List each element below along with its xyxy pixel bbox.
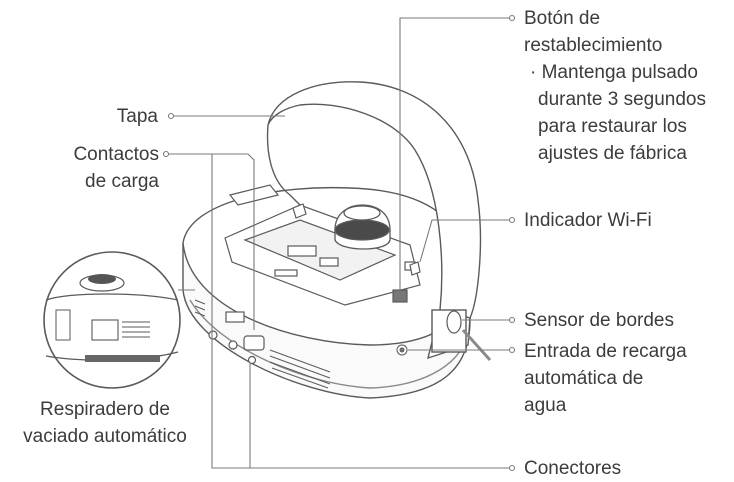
dust-compartment — [224, 204, 421, 306]
label-reset-line2: restablecimiento — [524, 35, 663, 56]
label-charging-contacts: Contactos de carga — [73, 141, 159, 195]
label-water-inlet-line1: Entrada de recarga — [524, 341, 687, 362]
label-edge-sensor: Sensor de bordes — [524, 307, 674, 334]
label-reset-note3: para restaurar los — [538, 116, 687, 137]
label-reset-note4: ajustes de fábrica — [538, 143, 687, 164]
label-water-inlet-line3: agua — [524, 395, 567, 416]
label-auto-empty-vent: Respiradero de vaciado automático — [0, 396, 210, 450]
laser-turret — [334, 204, 391, 250]
leader-lines — [162, 14, 516, 472]
edge-sensor — [446, 310, 462, 334]
label-auto-empty-vent-line2: vaciado automático — [23, 426, 187, 447]
label-tapa-text: Tapa — [116, 106, 158, 127]
label-reset-note: Mantenga pulsado durante 3 segundos para… — [524, 59, 706, 167]
label-wifi-indicator: Indicador Wi-Fi — [524, 207, 652, 234]
label-charging-contacts-line1: Contactos — [73, 144, 159, 165]
side-brush — [461, 328, 492, 362]
label-charging-contacts-line2: de carga — [85, 171, 159, 192]
label-water-inlet-line2: automática de — [524, 368, 644, 389]
label-edge-sensor-text: Sensor de bordes — [524, 310, 674, 331]
label-reset-note2: durante 3 segundos — [538, 89, 706, 110]
label-water-inlet: Entrada de recarga automática de agua — [524, 338, 687, 419]
water-inlet — [396, 344, 408, 356]
connectors — [208, 311, 265, 365]
label-connectors: Conectores — [524, 455, 621, 482]
front-vents — [194, 299, 331, 389]
label-connectors-text: Conectores — [524, 458, 622, 479]
label-reset-note1: Mantenga pulsado — [530, 59, 706, 86]
label-reset-line1: Botón de — [524, 8, 601, 29]
label-auto-empty-vent-line1: Respiradero de — [40, 399, 170, 420]
zoom-inset — [43, 251, 181, 389]
label-tapa: Tapa — [117, 103, 158, 130]
label-wifi-text: Indicador Wi-Fi — [524, 210, 652, 231]
label-reset-button: Botón de restablecimiento Mantenga pulsa… — [524, 5, 706, 167]
